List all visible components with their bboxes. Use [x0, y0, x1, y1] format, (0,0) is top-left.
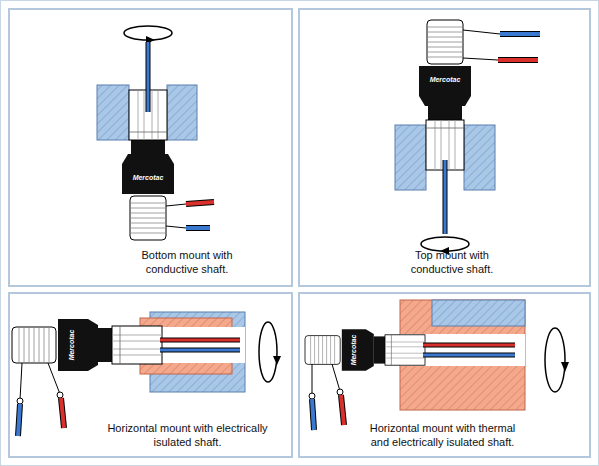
lead-line — [166, 226, 186, 228]
lead-line — [463, 58, 498, 60]
wire-outline — [61, 398, 64, 428]
horizontal-thermal-illustration — [305, 300, 569, 430]
mount-block — [167, 85, 197, 140]
mount-block — [395, 125, 426, 190]
wire-outline — [341, 395, 344, 425]
blue-wire — [18, 404, 20, 436]
wire-terminal — [309, 393, 315, 399]
panel-caption: Horizontal mount with thermal and electr… — [365, 421, 520, 449]
logo-text: Mercotac — [350, 335, 358, 366]
top-mount-illustration — [395, 20, 540, 255]
lead-line — [48, 363, 60, 394]
rotation-arrow — [545, 328, 565, 392]
red-wire — [341, 395, 344, 425]
red-wire — [186, 202, 214, 204]
panel-box: Horizontal mount with thermal and electr… — [298, 292, 591, 458]
panel-box: Top mount with conductive shaft. — [298, 8, 591, 287]
red-wire — [498, 58, 538, 62]
blue-wire — [444, 160, 447, 234]
wire-outline — [423, 343, 515, 348]
blue-wire — [147, 42, 150, 112]
rotation-arrow — [259, 322, 277, 382]
panel-box: Bottom mount with conductive shaft. — [8, 8, 293, 287]
wire-outline — [146, 42, 151, 112]
wire-outline — [443, 160, 448, 234]
wire-terminal — [57, 392, 63, 398]
blue-wire — [186, 226, 210, 230]
lead-line — [166, 204, 186, 206]
wire-terminal — [337, 389, 343, 395]
rotation-arrowhead — [561, 362, 569, 372]
wire-outline — [500, 31, 540, 37]
logo-text: Mercotac — [430, 76, 461, 84]
panel-box: Horizontal mount with electrically isula… — [8, 292, 293, 458]
red-wire — [423, 344, 515, 347]
red-wire — [61, 398, 64, 428]
blue-wire — [423, 354, 515, 357]
rotation-arrowhead — [273, 356, 281, 365]
horizontal-insulated-illustration — [12, 312, 281, 436]
rotary-connector — [12, 319, 162, 371]
red-wire — [160, 339, 240, 342]
wire-outline — [186, 225, 210, 231]
mount-block — [464, 125, 495, 190]
wire-outline — [423, 353, 515, 358]
mount-block — [432, 300, 525, 326]
rotary-connector — [122, 90, 174, 240]
bottom-mount-illustration — [97, 26, 214, 240]
mount-block — [97, 85, 129, 140]
rotary-connector — [419, 20, 471, 170]
panel-caption: Bottom mount with conductive shaft. — [127, 248, 247, 276]
lead-line — [312, 364, 313, 395]
lead-line — [20, 363, 22, 400]
logo-text: Mercotac — [68, 330, 76, 361]
rotary-connector — [305, 329, 425, 371]
lead-line — [332, 364, 340, 391]
wire-outline — [312, 399, 314, 430]
wire-terminal — [17, 398, 23, 404]
blue-wire — [312, 399, 314, 430]
wire-outline — [18, 404, 20, 436]
wire-outline — [186, 202, 214, 204]
panel-caption: Horizontal mount with electrically isula… — [100, 421, 275, 449]
wire-outline — [160, 338, 240, 343]
blue-wire — [500, 32, 540, 36]
logo-text: Mercotac — [133, 174, 164, 182]
wire-outline — [498, 57, 538, 63]
blue-wire — [160, 349, 240, 352]
wire-outline — [160, 348, 240, 353]
panel-caption: Top mount with conductive shaft. — [392, 248, 512, 276]
lead-line — [463, 30, 500, 34]
